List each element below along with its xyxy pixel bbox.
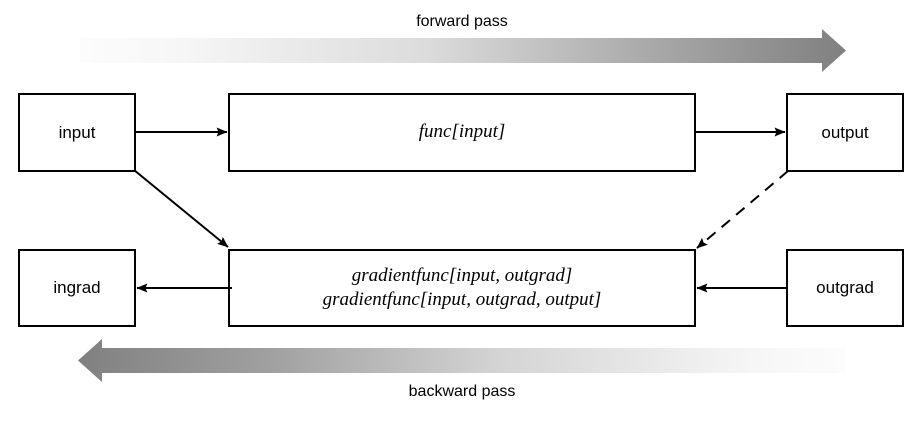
box-input: [18, 93, 136, 172]
box-output: [786, 93, 904, 172]
backward-pass-label: backward pass: [408, 383, 516, 400]
backward-pass-arrow: [78, 339, 845, 382]
box-gradientfunc: [228, 249, 696, 327]
forward-pass-arrow: [80, 29, 846, 72]
box-ingrad: [18, 249, 136, 327]
box-func: [228, 93, 696, 172]
box-outgrad: [786, 249, 904, 327]
forward-pass-label: forward pass: [416, 13, 508, 30]
connector-input-to-gradientfunc: [133, 169, 229, 248]
connector-output-to-gradientfunc: [696, 170, 789, 249]
